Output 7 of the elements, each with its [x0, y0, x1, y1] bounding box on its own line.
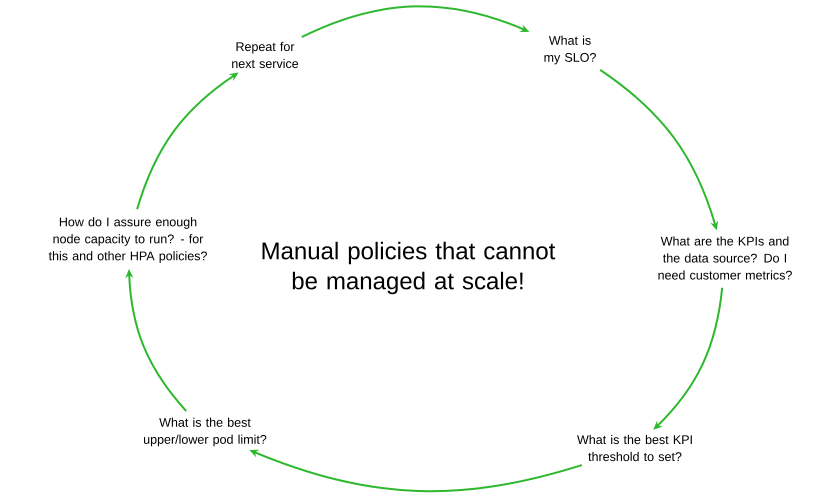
- question-text: What is the best upper/lower pod limit?: [144, 418, 266, 446]
- question-text: How do I assure enough node capacity to run? - for this and other HPA policies?: [48, 217, 207, 263]
- question-text: What is the best KPI threshold to set?: [577, 434, 692, 462]
- question-text: Repeat for next service: [232, 42, 298, 68]
- question-text: What is my SLO?: [544, 36, 596, 64]
- center-text: Manual policies that cannot be managed at scale!: [262, 242, 556, 294]
- question-text: What are the KPIs and the data source? Do I need customer metrics?: [658, 236, 792, 280]
